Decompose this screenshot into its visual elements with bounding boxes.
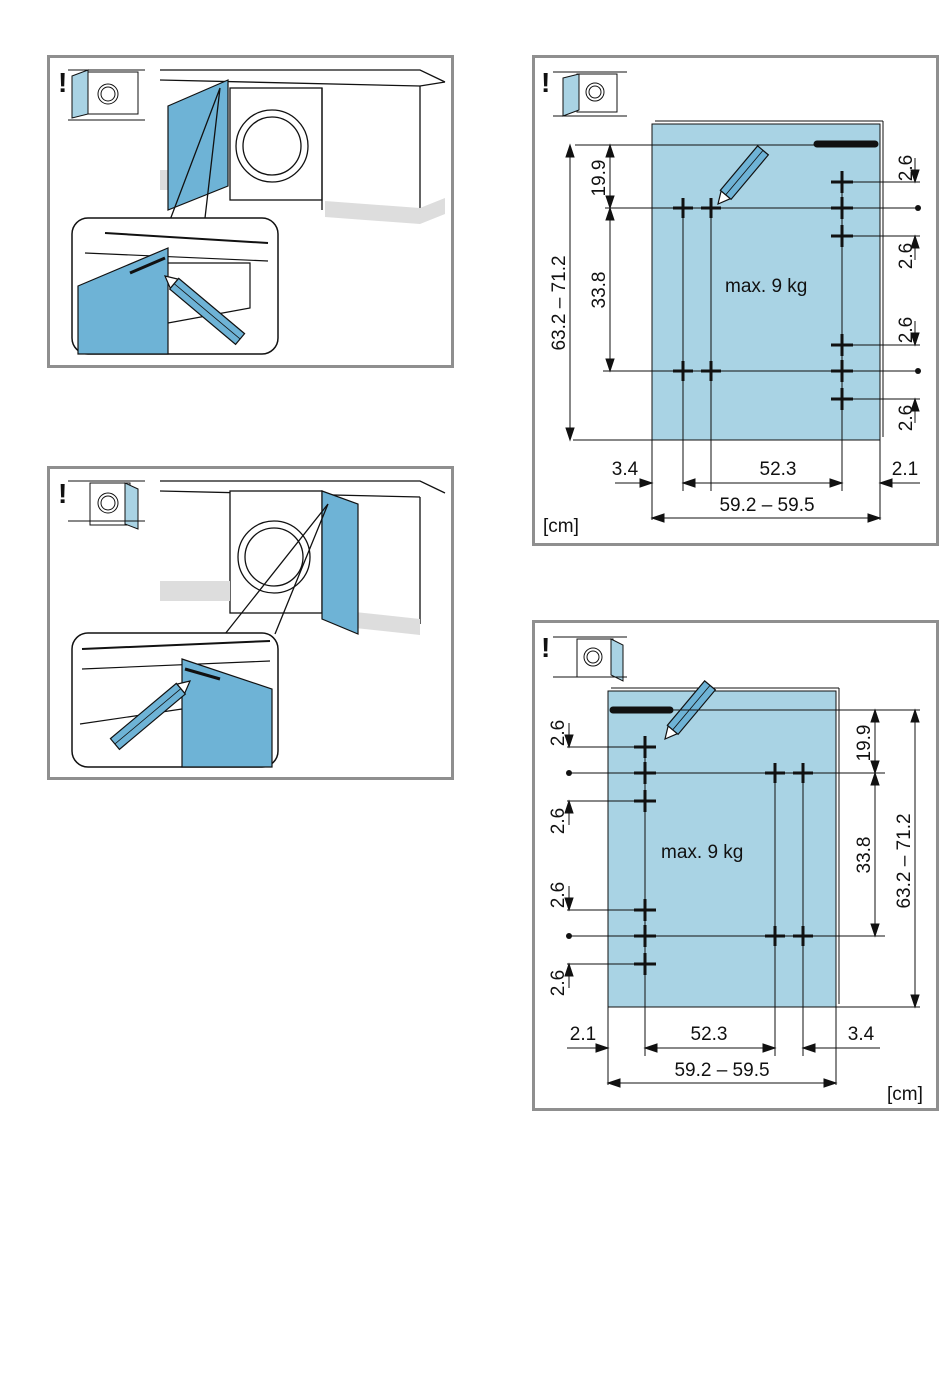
hinge-dimension-diagram-left: ! max. 9 kg <box>532 55 939 546</box>
marking-illustration-right-svg: ! <box>50 469 451 777</box>
unit-label: [cm] <box>543 516 579 537</box>
dim-top: 19.9 <box>589 160 610 197</box>
warning-icon: ! <box>58 478 67 509</box>
marking-illustration-left-svg: ! <box>50 58 451 365</box>
unit-label: [cm] <box>887 1084 923 1105</box>
dim-spacing: 33.8 <box>854 837 875 874</box>
max-load-label: max. 9 kg <box>661 842 743 863</box>
dim-right-offset: 3.4 <box>848 1024 875 1045</box>
dim-left-offset: 3.4 <box>612 459 639 480</box>
warning-icon: ! <box>541 67 550 98</box>
thumbnail-machine-icon <box>553 72 627 116</box>
dim-height: 63.2 – 71.2 <box>894 813 915 908</box>
dim-width: 59.2 – 59.5 <box>674 1060 769 1081</box>
dim-gap-bot-a: 2.6 <box>548 882 569 908</box>
dim-left-offset: 2.1 <box>570 1024 596 1045</box>
warning-icon: ! <box>58 67 67 98</box>
cabinet-drawing <box>160 481 445 635</box>
dim-gap-bot-a: 2.6 <box>896 317 917 343</box>
hinge-dimension-diagram-right: ! max. 9 kg <box>532 620 939 1111</box>
dim-gap-top-a: 2.6 <box>548 720 569 746</box>
dim-height: 63.2 – 71.2 <box>549 255 570 350</box>
warning-icon: ! <box>541 632 550 663</box>
dim-gap-top-b: 2.6 <box>548 808 569 834</box>
hinge-dimension-svg-right: ! max. 9 kg <box>535 623 936 1108</box>
dim-gap-bot-b: 2.6 <box>548 970 569 996</box>
thumbnail-machine-icon <box>553 637 627 681</box>
thumbnail-machine-icon <box>68 70 145 120</box>
hinge-dimension-svg-left: ! max. 9 kg <box>535 58 936 543</box>
dim-top: 19.9 <box>854 725 875 762</box>
dim-hinge-span: 52.3 <box>760 459 797 480</box>
marking-illustration-left-door: ! <box>47 55 454 368</box>
marking-illustration-right-door: ! <box>47 466 454 780</box>
dim-width: 59.2 – 59.5 <box>719 495 814 516</box>
thumbnail-machine-icon <box>68 481 145 529</box>
dim-gap-top-b: 2.6 <box>896 243 917 269</box>
max-load-label: max. 9 kg <box>725 276 807 297</box>
right-door-panel <box>322 491 358 634</box>
dim-gap-bot-b: 2.6 <box>896 405 917 431</box>
dim-gap-top-a: 2.6 <box>896 155 917 181</box>
dim-hinge-span: 52.3 <box>691 1024 728 1045</box>
dim-spacing: 33.8 <box>589 272 610 309</box>
dim-right-offset: 2.1 <box>892 459 918 480</box>
